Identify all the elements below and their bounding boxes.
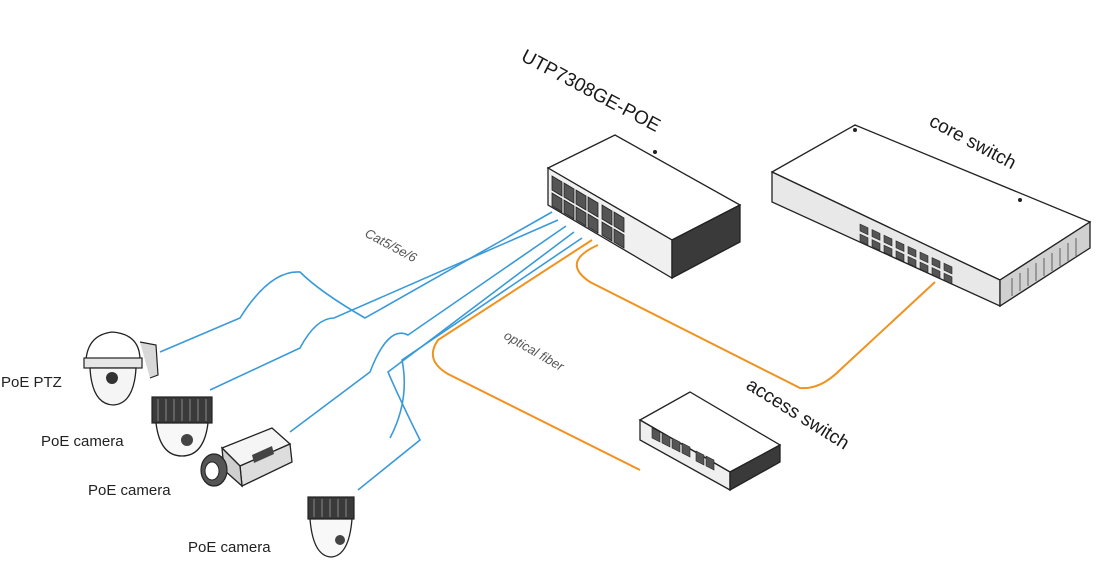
box-camera-label: PoE camera xyxy=(88,482,171,499)
access-switch-ports xyxy=(651,427,715,471)
cable-camera-1 xyxy=(209,219,559,391)
ptz-camera xyxy=(83,331,159,406)
fiber-cable-label: optical fiber xyxy=(502,328,568,375)
dome-camera-2 xyxy=(307,496,355,558)
copper-cables xyxy=(159,211,583,491)
cable-ptz xyxy=(159,211,553,353)
fiber-to-access xyxy=(431,239,641,471)
cable-camera-2 xyxy=(289,225,567,433)
main-switch: UTP7308GE-POE xyxy=(518,46,742,280)
fiber-cables xyxy=(431,239,936,471)
cable-aux xyxy=(389,237,583,439)
ptz-camera-label: PoE PTZ xyxy=(1,374,62,391)
box-camera xyxy=(200,427,293,488)
core-switch: core switch xyxy=(770,111,1092,308)
core-switch-ports xyxy=(859,223,953,285)
dome-camera-1-label: PoE camera xyxy=(41,433,124,450)
dome-camera-2-label: PoE camera xyxy=(188,539,271,556)
core-switch-vents xyxy=(1011,238,1077,296)
copper-cable-label: Cat5/5e/6 xyxy=(363,225,420,265)
fiber-to-core xyxy=(575,244,936,390)
main-switch-ports xyxy=(551,175,625,249)
access-switch: access switch xyxy=(638,374,853,492)
dome-camera-1 xyxy=(151,396,213,457)
main-switch-label: UTP7308GE-POE xyxy=(518,46,664,137)
